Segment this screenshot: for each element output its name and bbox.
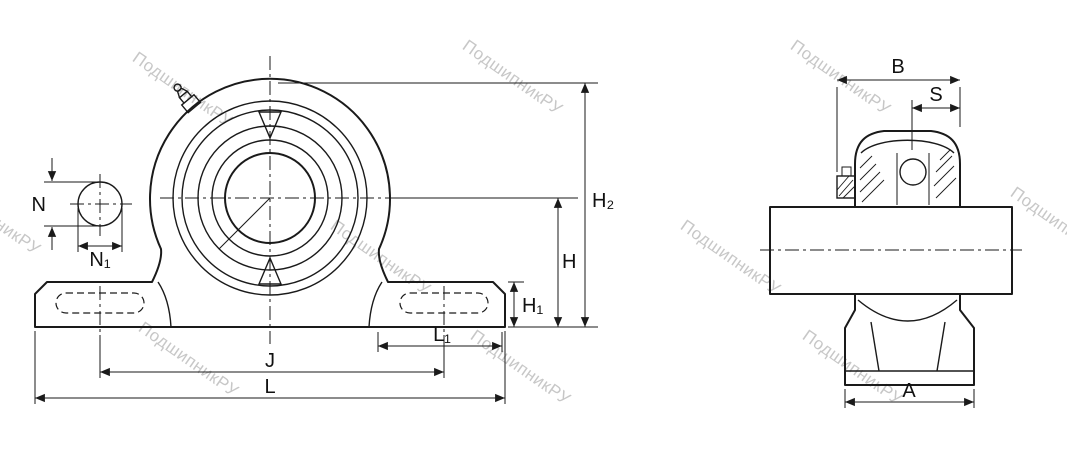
dim-label-H: H: [562, 251, 576, 273]
section-hatch-left: [859, 155, 885, 203]
dimension-H: H: [390, 197, 578, 327]
bearing-front-circles: [172, 100, 368, 296]
lube-notch-bottom: [257, 256, 283, 285]
dim-label-L: L: [264, 376, 275, 398]
dim-label-H1: H₁: [522, 295, 543, 317]
dimension-N: N: [32, 158, 103, 250]
dim-label-N1: N₁: [89, 249, 110, 271]
dim-label-S: S: [929, 84, 942, 106]
housing-front-outline: [34, 77, 506, 328]
bore-circle: [224, 152, 316, 244]
housing-side-base: [844, 294, 975, 386]
dimension-H2: H₂: [278, 82, 614, 328]
base-slant-right: [936, 321, 946, 372]
cap-outline: [854, 130, 961, 207]
dimension-J: J: [99, 335, 445, 378]
dimension-A: A: [844, 380, 975, 408]
outer-ring-inner-circle: [197, 125, 343, 271]
dim-label-B: B: [891, 56, 904, 78]
front-view: N N₁ H₂ H: [32, 56, 614, 404]
base-fillet-left: [157, 281, 172, 328]
outer-ring-outer-circle: [181, 109, 359, 287]
dimension-L1: L₁: [377, 324, 503, 352]
radius-line: [218, 197, 271, 250]
ball-section: [899, 158, 927, 186]
dimension-H1: H₁: [508, 281, 543, 327]
dim-label-L1: L₁: [433, 324, 451, 346]
section-hatch-right: [933, 149, 957, 199]
base-slant-left: [870, 321, 880, 372]
dimension-L: L: [34, 331, 506, 404]
dim-label-H2: H₂: [592, 190, 614, 212]
dimension-B: B: [836, 56, 961, 172]
locking-collar: [836, 166, 856, 199]
dimension-S: S: [911, 84, 960, 150]
dim-label-J: J: [265, 350, 275, 372]
inner-ring-outer-circle: [211, 139, 329, 257]
grease-nipple: [173, 83, 202, 114]
dim-label-N: N: [32, 194, 46, 216]
lube-notch-top: [257, 111, 283, 140]
base-slot-right: [399, 292, 489, 314]
base-fillet-right: [368, 281, 383, 328]
housing-rim-circle: [172, 100, 368, 296]
base-arch: [857, 299, 958, 322]
side-view: B S A: [760, 56, 1022, 408]
dimension-N1: N₁: [77, 208, 123, 271]
dim-label-A: A: [902, 380, 916, 402]
base-outline: [844, 294, 975, 386]
base-slot-left: [55, 292, 145, 314]
cap-inner-arc: [860, 139, 955, 154]
bearing-side-cap: [836, 130, 961, 207]
